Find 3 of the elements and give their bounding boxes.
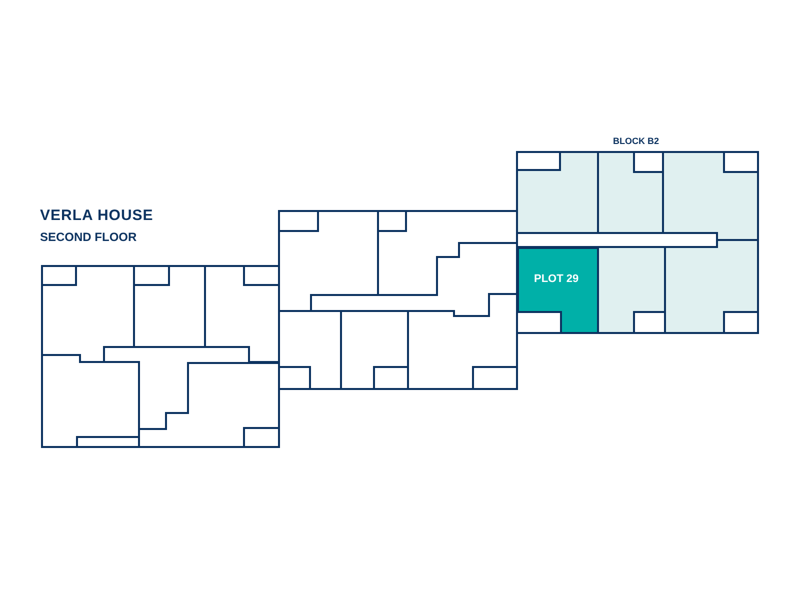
block-heading: BLOCK B2: [613, 136, 660, 146]
floor-subtitle: SECOND FLOOR: [40, 230, 137, 244]
plan-title: VERLA HOUSE: [40, 207, 154, 224]
